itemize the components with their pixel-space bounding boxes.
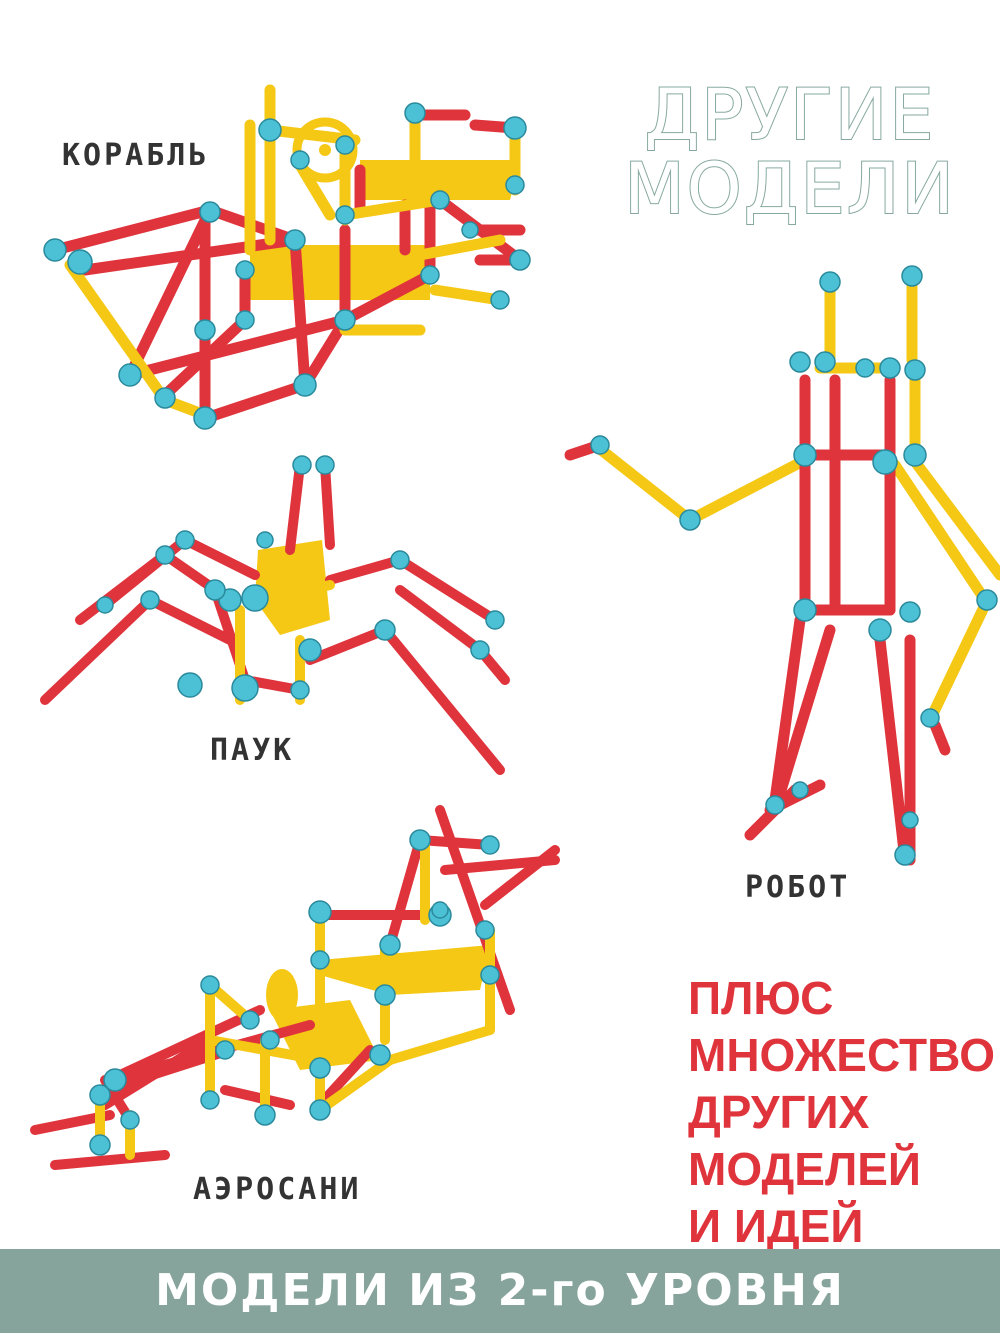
promo-line-5: И ИДЕЙ bbox=[688, 1200, 864, 1252]
robot-label: РОБОТ bbox=[745, 870, 851, 905]
title-line-2: МОДЕЛИ bbox=[623, 148, 956, 230]
ship-model-image bbox=[43, 84, 531, 430]
promo-line-4: МОДЕЛЕЙ bbox=[688, 1143, 921, 1195]
spider-label: ПАУК bbox=[210, 733, 295, 768]
spider-model-image bbox=[40, 455, 510, 775]
footer-banner-text: МОДЕЛИ ИЗ 2-го УРОВНЯ bbox=[155, 1265, 845, 1316]
footer-banner: МОДЕЛИ ИЗ 2-го УРОВНЯ bbox=[0, 1249, 1000, 1333]
spider-body bbox=[255, 540, 330, 635]
page-title: ДРУГИЕ МОДЕЛИ bbox=[600, 74, 980, 230]
ship-deck-upper bbox=[360, 160, 520, 200]
promo-line-2: МНОЖЕСТВО bbox=[688, 1029, 995, 1081]
title-line-1: ДРУГИЕ bbox=[644, 74, 936, 156]
aerosled-label: АЭРОСАНИ bbox=[193, 1172, 362, 1207]
promo-line-1: ПЛЮС bbox=[688, 972, 834, 1024]
robot-model-image bbox=[564, 265, 1000, 866]
promo-text: ПЛЮС МНОЖЕСТВО ДРУГИХ МОДЕЛЕЙ И ИДЕЙ bbox=[688, 970, 995, 1255]
aerosled-model-image bbox=[30, 805, 560, 1170]
promo-line-3: ДРУГИХ bbox=[688, 1086, 870, 1138]
ship-label: КОРАБЛЬ bbox=[62, 138, 210, 173]
